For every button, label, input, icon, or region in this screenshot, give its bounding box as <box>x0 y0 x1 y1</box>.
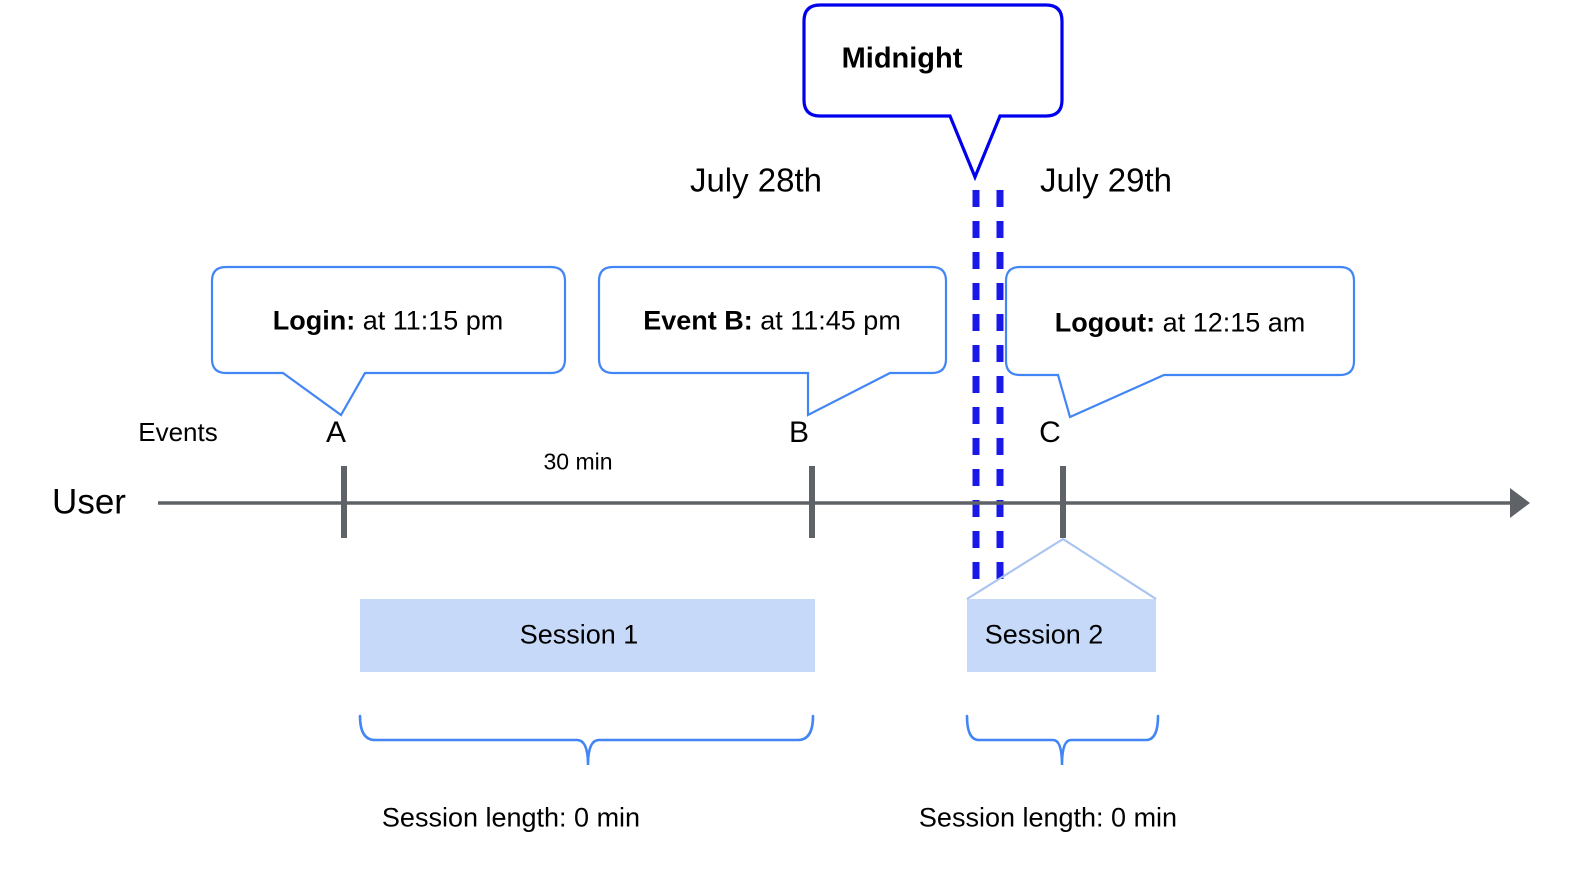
event-letter-b: B <box>788 416 810 449</box>
date-label-july-28: July 28th <box>689 161 823 199</box>
session-2-connector-lines <box>966 537 1157 600</box>
event-c-callout-label: Logout: at 12:15 am <box>1054 307 1306 338</box>
session-1-brace <box>358 714 815 766</box>
event-a-callout-rest: at 11:15 pm <box>355 305 504 336</box>
midnight-callout-shape <box>802 3 1064 182</box>
event-a-callout-shape <box>210 265 567 417</box>
session-2-label: Session 2 <box>984 619 1104 650</box>
date-label-july-29: July 29th <box>1039 161 1173 199</box>
event-c-callout-bold: Logout: <box>1054 307 1156 338</box>
session-1-box <box>360 599 815 672</box>
event-a-callout-bold: Login: <box>272 305 356 336</box>
event-b-callout-bold: Event B: <box>643 305 753 336</box>
event-c-callout-shape <box>1004 265 1356 419</box>
event-b-callout-shape <box>597 265 948 417</box>
event-c-callout-rest: at 12:15 am <box>1155 307 1306 338</box>
session-2-brace <box>965 714 1160 766</box>
timeline-axis-arrowhead <box>1510 488 1530 518</box>
session-2-box <box>967 599 1156 672</box>
session-1-length-label: Session length: 0 min <box>381 802 641 833</box>
event-b-callout-rest: at 11:45 pm <box>752 305 901 336</box>
session-1-label: Session 1 <box>519 619 639 650</box>
gap-duration-label: 30 min <box>543 448 613 475</box>
events-row-label: Events <box>138 417 218 447</box>
session-2-length-label: Session length: 0 min <box>918 802 1178 833</box>
event-a-callout-label: Login: at 11:15 pm <box>272 305 504 336</box>
user-row-label: User <box>52 482 126 522</box>
midnight-callout-label: Midnight <box>841 42 963 75</box>
event-b-callout-label: Event B: at 11:45 pm <box>643 305 901 336</box>
event-letter-a: A <box>325 416 347 449</box>
event-letter-c: C <box>1039 416 1061 449</box>
